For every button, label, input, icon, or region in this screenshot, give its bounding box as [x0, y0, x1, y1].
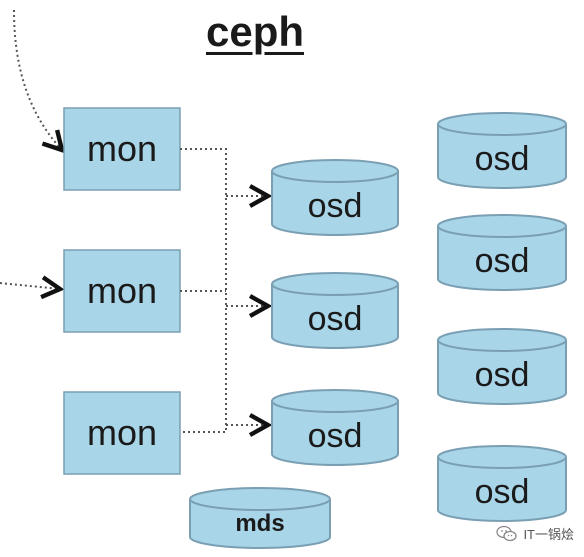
watermark: IT一锅烩: [496, 524, 574, 543]
osd-label-3: osd: [307, 417, 363, 455]
mon-box-3: [63, 391, 181, 475]
mds-label: mds: [235, 510, 285, 537]
mon-box-2: [63, 249, 181, 333]
osd-cylinder-5: [437, 214, 567, 291]
osd-cylinder-6: [437, 328, 567, 405]
mon-label-2: mon: [86, 270, 158, 311]
incoming-arrow-2: [0, 283, 60, 289]
mds-cylinder: [189, 487, 331, 549]
osd-cylinder-7: [437, 445, 567, 522]
osd-label-2: osd: [307, 300, 363, 338]
osd-label-1: osd: [307, 187, 363, 225]
wechat-icon: [496, 525, 518, 541]
osd-label-6: osd: [474, 356, 530, 394]
mon-label-3: mon: [86, 412, 158, 453]
osd-cylinder-3: [271, 389, 399, 466]
osd-label-7: osd: [474, 473, 530, 511]
osd-label-5: osd: [474, 242, 530, 280]
watermark-text: IT一锅烩: [523, 527, 574, 542]
osd-cylinder-1: [271, 159, 399, 236]
incoming-arrow-1: [13, 9, 62, 150]
osd-cylinder-4: [437, 112, 567, 189]
mon-label-1: mon: [86, 128, 158, 169]
diagram-title: ceph: [205, 8, 305, 55]
osd-cylinder-2: [271, 272, 399, 349]
osd-label-4: osd: [474, 140, 530, 178]
connector-lines: [180, 148, 268, 432]
